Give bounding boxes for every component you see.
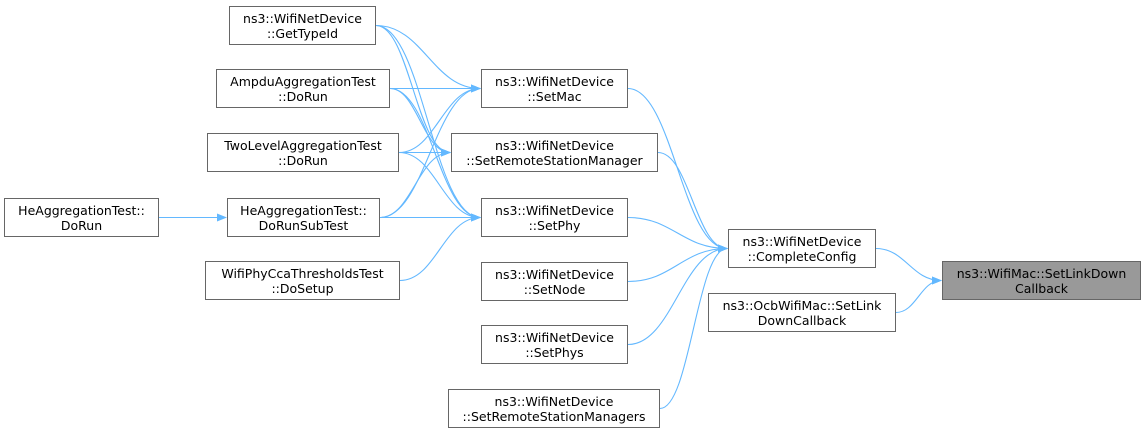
call-edge-setRsm-to-completeConfig [657, 151, 728, 253]
call-edge-setNode-to-completeConfig [627, 244, 728, 283]
node-ocbwifimac-setlinkdowncallback[interactable]: ns3::OcbWifiMac::SetLink DownCallback [708, 293, 896, 332]
node-wifinetdevice-setmac[interactable]: ns3::WifiNetDevice ::SetMac [481, 69, 628, 108]
node-label-line2: ::SetPhy [528, 217, 581, 233]
node-label-line1: HeAggregationTest:: [18, 202, 145, 218]
node-wifinetdevice-gettypeid[interactable]: ns3::WifiNetDevice ::GetTypeId [229, 6, 376, 45]
node-label-line2: ::SetMac [527, 88, 582, 104]
node-label-line2: DoRunSubTest [258, 217, 349, 233]
node-wifinetdevice-setnode[interactable]: ns3::WifiNetDevice ::SetNode [481, 262, 628, 301]
node-label-line2: Callback [1014, 280, 1069, 296]
call-edge-completeConfig-to-setLinkDown [875, 247, 942, 285]
node-label-line2: ::DoRun [278, 88, 328, 104]
node-label-line1: WifiPhyCcaThresholdsTest [221, 265, 384, 281]
node-label-line1: ns3::WifiNetDevice [742, 233, 862, 249]
node-label-line1: AmpduAggregationTest [230, 73, 376, 89]
node-wifinetdevice-setphys[interactable]: ns3::WifiNetDevice ::SetPhys [481, 325, 628, 364]
node-label-line2: ::DoSetup [271, 280, 334, 296]
node-label-line2: ::SetRemoteStationManager [466, 152, 643, 168]
node-wifiphyccathresholdstest-dosetup[interactable]: WifiPhyCcaThresholdsTest ::DoSetup [205, 261, 400, 300]
node-label-line2: ::DoRun [278, 152, 328, 168]
node-label-line2: ::GetTypeId [266, 25, 339, 41]
node-label-line1: ns3::WifiNetDevice [243, 10, 362, 26]
node-label-line1: ns3::WifiMac::SetLinkDown [956, 265, 1127, 281]
node-label-line2: ::SetNode [523, 281, 586, 297]
node-ampduaggregationtest-dorun[interactable]: AmpduAggregationTest ::DoRun [216, 69, 390, 108]
node-heaggregationtest-dorunsubtest[interactable]: HeAggregationTest:: DoRunSubTest [227, 198, 380, 237]
call-edge-ocbSetLink-to-setLinkDown [895, 276, 942, 314]
node-wifinetdevice-setremotestationmanagers[interactable]: ns3::WifiNetDevice ::SetRemoteStationMan… [448, 389, 660, 428]
node-label-line2: ::SetRemoteStationManagers [462, 408, 646, 424]
node-wifimac-setlinkdowncallback-current: ns3::WifiMac::SetLinkDown Callback [942, 261, 1141, 300]
node-wifinetdevice-setphy[interactable]: ns3::WifiNetDevice ::SetPhy [481, 198, 628, 237]
node-label-line1: HeAggregationTest:: [240, 202, 367, 218]
node-label-line2: ::SetPhys [525, 344, 584, 360]
node-label-line1: ns3::OcbWifiMac::SetLink [722, 297, 882, 313]
call-edge-twoLevel-to-setPhy [398, 151, 481, 222]
node-label-line1: ns3::WifiNetDevice [495, 266, 614, 282]
call-edge-heAggSubTest-to-setRsm [379, 148, 451, 219]
call-edge-setPhys-to-completeConfig [627, 244, 728, 346]
node-twolevelaggregationtest-dorun[interactable]: TwoLevelAggregationTest ::DoRun [207, 133, 399, 172]
node-label-line1: ns3::WifiNetDevice [494, 393, 614, 409]
node-wifinetdevice-completeconfig[interactable]: ns3::WifiNetDevice ::CompleteConfig [728, 229, 876, 268]
node-label-line1: ns3::WifiNetDevice [495, 329, 614, 345]
call-edge-ampdu-to-setRsm [389, 87, 451, 157]
call-edge-ccaThresholds-to-setPhy [399, 213, 481, 282]
node-label-line2: DoRun [60, 217, 103, 233]
node-label-line2: ::CompleteConfig [747, 248, 857, 264]
node-label-line1: TwoLevelAggregationTest [224, 137, 382, 153]
node-label-line1: ns3::WifiNetDevice [495, 73, 614, 89]
call-edge-getTypeId-to-setMac [375, 24, 481, 93]
node-label-line1: ns3::WifiNetDevice [495, 137, 614, 153]
call-edge-getTypeId-to-setPhy [375, 24, 481, 222]
node-heaggregationtest-dorun[interactable]: HeAggregationTest:: DoRun [4, 198, 159, 237]
call-edge-setPhy-to-completeConfig [627, 216, 728, 253]
node-label-line1: ns3::WifiNetDevice [495, 202, 614, 218]
call-edge-setRsms-to-completeConfig [659, 244, 728, 410]
node-label-line2: DownCallback [757, 312, 847, 328]
node-wifinetdevice-setremotestationmanager[interactable]: ns3::WifiNetDevice ::SetRemoteStationMan… [451, 133, 658, 172]
